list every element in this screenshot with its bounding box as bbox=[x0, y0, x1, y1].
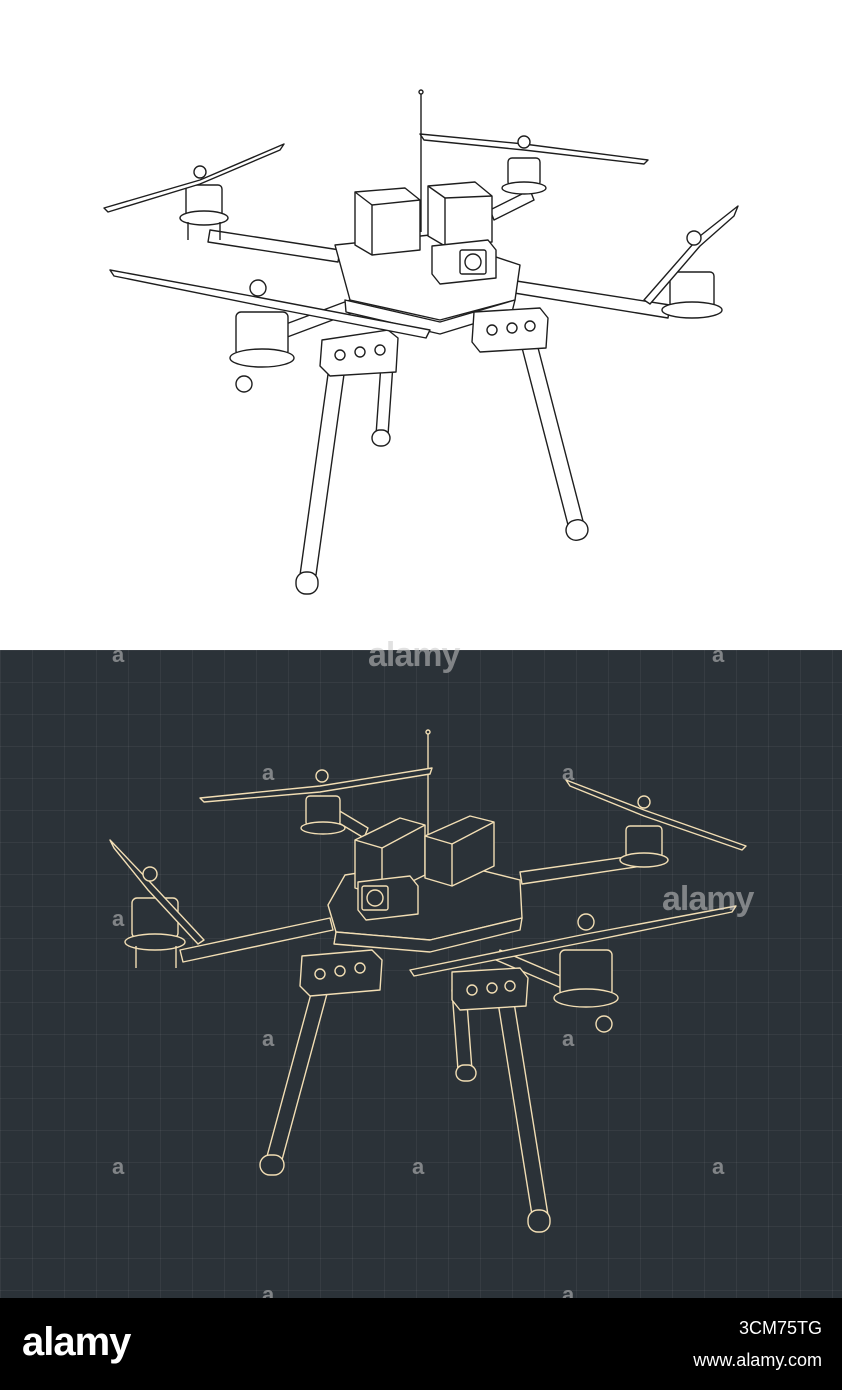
watermark-letter: a bbox=[262, 1026, 275, 1051]
battery-pack-right bbox=[427, 181, 493, 247]
arm-left-back bbox=[207, 229, 341, 263]
watermark-letter: a bbox=[262, 760, 275, 785]
battery-pack-left bbox=[354, 187, 421, 256]
propeller-back-left bbox=[103, 143, 285, 213]
propeller-back-right bbox=[565, 779, 747, 851]
watermark-letter: a bbox=[562, 760, 575, 785]
motor-back-left bbox=[103, 143, 285, 240]
camera-lens bbox=[464, 253, 482, 271]
propeller-back-left bbox=[199, 767, 433, 803]
watermark-letter: a bbox=[112, 642, 125, 667]
watermark-letter: a bbox=[112, 906, 125, 931]
stock-footer-bar: alamy 3CM75TG www.alamy.com bbox=[0, 1298, 842, 1390]
propeller-front-right bbox=[409, 905, 737, 977]
footer-image-id: 3CM75TG bbox=[738, 1318, 822, 1338]
leg-front-left bbox=[265, 989, 329, 1161]
propeller-front-left bbox=[109, 839, 205, 945]
blueprint-panel-bottom bbox=[0, 650, 842, 1298]
motor-back-right bbox=[419, 133, 649, 195]
watermark-brand-top: alamy bbox=[368, 636, 460, 674]
motor-front-right bbox=[643, 205, 739, 319]
leg-front-right bbox=[495, 989, 549, 1216]
propeller-front-left bbox=[109, 269, 431, 339]
motor-front-left bbox=[109, 839, 205, 968]
watermark-letter: a bbox=[412, 1154, 425, 1179]
footer-url: www.alamy.com bbox=[693, 1350, 822, 1370]
battery-pack-right bbox=[424, 815, 495, 887]
footer-logo: alamy bbox=[22, 1320, 131, 1364]
line-drawing-panel-top bbox=[0, 0, 842, 650]
arm-left-front bbox=[179, 917, 334, 963]
motor-back-right bbox=[565, 779, 747, 868]
watermark-brand-middle: alamy bbox=[662, 880, 754, 918]
drone-illustration-blueprint bbox=[109, 729, 747, 1233]
watermark-letter: a bbox=[712, 1154, 725, 1179]
motor-back-left bbox=[199, 767, 433, 835]
watermark-letter: a bbox=[562, 1026, 575, 1051]
motor-front-left bbox=[109, 269, 431, 393]
drone-illustration-outline bbox=[103, 89, 739, 595]
motor-front-right bbox=[409, 905, 737, 1033]
leg-front-left bbox=[299, 359, 347, 576]
watermark-letter: a bbox=[112, 1154, 125, 1179]
camera-lens bbox=[366, 889, 384, 907]
leg-front-right bbox=[519, 339, 585, 526]
watermark-letter: a bbox=[712, 642, 725, 667]
